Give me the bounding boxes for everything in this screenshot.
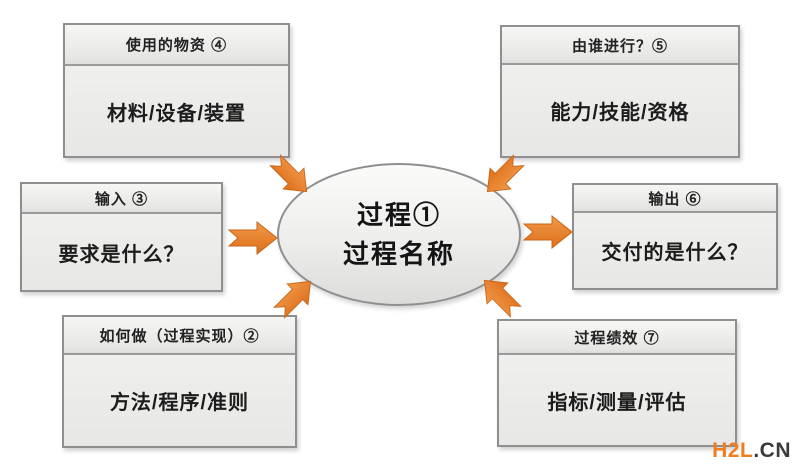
box-input-body: 要求是什么？ — [22, 214, 221, 290]
box-materials-body-label: 材料/设备/装置 — [106, 102, 247, 125]
watermark-brand: H2L — [712, 439, 754, 462]
box-output-body-label: 交付的是什么？ — [601, 242, 749, 264]
box-performance-header-label: 过程绩效 ⑦ — [574, 329, 660, 347]
box-who-header: 由谁进行？⑤ — [502, 27, 738, 65]
box-input-body-label: 要求是什么？ — [58, 243, 185, 266]
watermark: H2L.CN — [712, 440, 791, 461]
box-materials: 使用的物资 ④ 材料/设备/装置 — [63, 23, 290, 158]
watermark-suffix: .CN — [753, 439, 791, 462]
process-name-label: 过程名称 — [342, 238, 455, 269]
box-who-body: 能力/技能/资格 — [502, 65, 738, 156]
box-output-header: 输出 ⑥ — [574, 185, 776, 213]
arrow-input-to-process-icon — [227, 220, 278, 256]
process-ellipse: 过程① 过程名称 — [277, 163, 521, 306]
box-performance-header: 过程绩效 ⑦ — [499, 321, 735, 355]
box-performance: 过程绩效 ⑦ 指标/测量/评估 — [497, 319, 737, 447]
box-how-body: 方法/程序/准则 — [64, 355, 295, 446]
box-performance-body-label: 指标/测量/评估 — [547, 391, 687, 414]
box-input-header: 输入 ③ — [22, 184, 221, 214]
box-materials-header: 使用的物资 ④ — [65, 25, 288, 66]
box-how-body-label: 方法/程序/准则 — [109, 392, 250, 414]
arrow-materials-to-process-icon — [269, 154, 308, 193]
box-how-header: 如何做（过程实现）② — [64, 317, 295, 355]
box-output-body: 交付的是什么？ — [574, 213, 776, 288]
box-input: 输入 ③ 要求是什么？ — [20, 182, 223, 292]
box-how: 如何做（过程实现）② 方法/程序/准则 — [62, 315, 297, 448]
box-who: 由谁进行？⑤ 能力/技能/资格 — [500, 25, 740, 158]
box-who-body-label: 能力/技能/资格 — [550, 102, 690, 124]
box-who-header-label: 由谁进行？⑤ — [571, 37, 668, 55]
box-output-header-label: 输出 ⑥ — [648, 190, 702, 208]
box-input-header-label: 输入 ③ — [94, 190, 149, 208]
arrow-who-to-process-icon — [486, 154, 525, 193]
box-materials-body: 材料/设备/装置 — [65, 66, 288, 156]
box-output: 输出 ⑥ 交付的是什么？ — [572, 183, 778, 290]
process-number-label: 过程① — [356, 199, 441, 230]
box-performance-body: 指标/测量/评估 — [499, 355, 735, 445]
arrow-how-to-process-icon — [273, 280, 312, 319]
arrow-performance-to-process-icon — [483, 279, 522, 318]
arrow-process-to-output-icon — [522, 214, 573, 250]
box-how-header-label: 如何做（过程实现）② — [99, 327, 260, 345]
box-materials-header-label: 使用的物资 ④ — [125, 37, 228, 54]
